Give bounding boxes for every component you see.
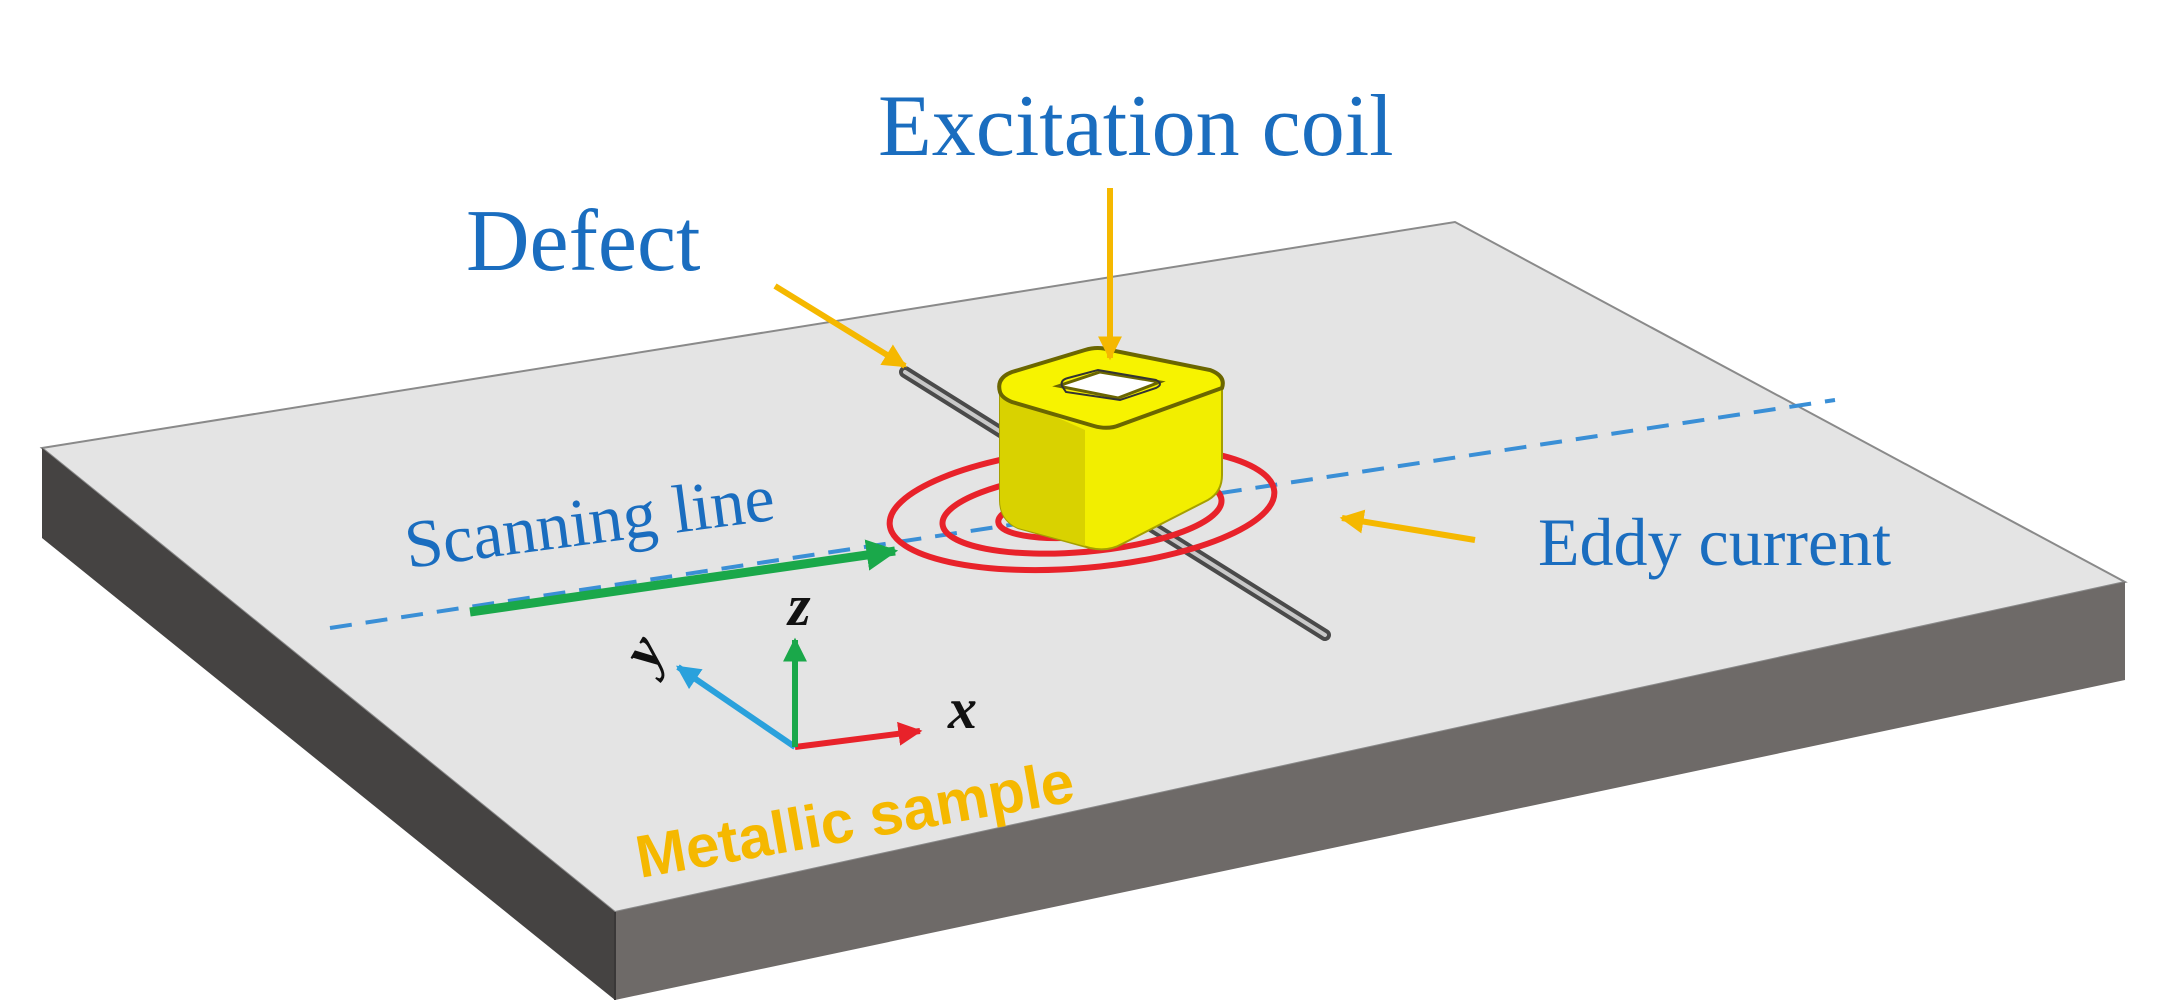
metallic-plate <box>39 220 2128 1000</box>
excitation-coil-label: Excitation coil <box>878 78 1394 175</box>
scan-direction-arrow <box>469 539 899 617</box>
axis-z-label: z <box>786 573 811 638</box>
defect-label: Defect <box>466 193 700 290</box>
axis-x-label: x <box>947 676 977 741</box>
defect-pointer-arrow <box>773 283 908 369</box>
axis-x-arrow <box>794 721 923 750</box>
plate-front-face <box>615 582 2125 1000</box>
plate-left-face <box>42 448 615 1000</box>
axis-y-arrow <box>676 664 797 750</box>
eddy-current-label: Eddy current <box>1538 504 1891 580</box>
eddy-pointer-arrow <box>1339 509 1476 543</box>
excitation-coil <box>997 346 1225 551</box>
